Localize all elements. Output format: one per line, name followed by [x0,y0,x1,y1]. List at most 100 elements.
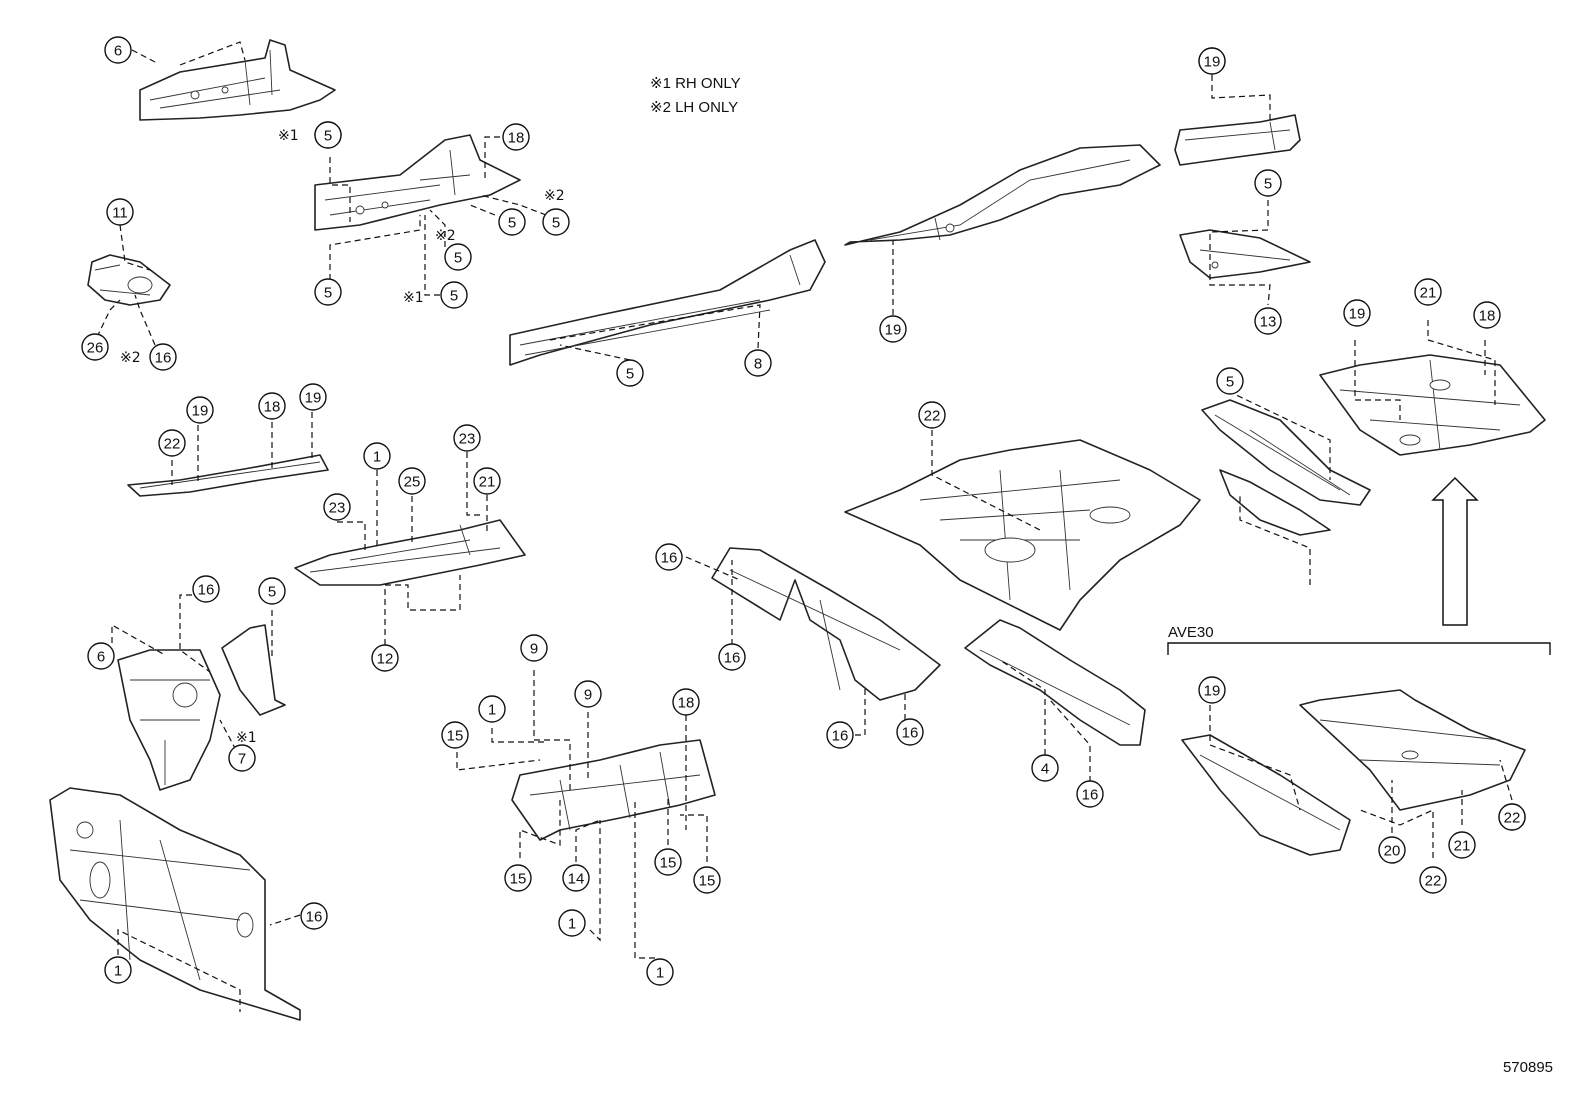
callout-22: 22 [1419,866,1447,894]
callout-label: 16 [832,728,849,745]
callout-circle [562,864,590,892]
callout-label: 1 [488,702,496,719]
callout-label: 16 [1082,787,1099,804]
part-rear-floor-pan [844,439,1201,631]
callout-label: 20 [1384,843,1401,860]
callout-label: 5 [324,285,332,302]
callout-label: 1 [568,916,576,933]
callout-circle [228,744,256,772]
callout-18: 18 [1473,301,1501,329]
part-sill-22 [127,454,329,497]
callout-circle [478,695,506,723]
mark-lh-2b: ※2 [435,228,456,244]
callout-label: 18 [264,399,281,416]
part-rear-floor-side-member [844,144,1161,246]
callout-6: 6 [104,36,132,64]
callout-18: 18 [258,392,286,420]
callout-4: 4 [1031,754,1059,782]
callout-circle [1031,754,1059,782]
callout-label: 16 [724,650,741,667]
callout-label: 16 [155,350,172,367]
callout-label: 5 [552,215,560,232]
callout-circle [1419,866,1447,894]
part-rocker-panel [509,239,826,366]
callout-19: 19 [1343,299,1371,327]
callout-15: 15 [654,848,682,876]
callout-5: 5 [542,208,570,236]
note-lh-only: ※2 LH ONLY [650,99,738,116]
callout-circle [299,383,327,411]
callout-label: 11 [112,205,128,222]
figure-id: 570895 [1503,1059,1553,1076]
callout-13: 13 [1254,307,1282,335]
part-front-floor-center [294,519,526,586]
callout-label: 22 [164,436,181,453]
callout-label: 26 [87,340,104,357]
part-wheel-apron-front [117,649,221,791]
callout-1: 1 [478,695,506,723]
callout-circle [314,278,342,306]
callout-16: 16 [149,343,177,371]
callout-circle [258,577,286,605]
callout-12: 12 [371,644,399,672]
callout-9: 9 [574,680,602,708]
callout-label: 22 [924,408,941,425]
callout-circle [363,442,391,470]
callout-label: 23 [329,500,346,517]
callout-label: 15 [447,728,464,745]
part-rear-panel-5 [1201,399,1371,506]
part-front-floor-pan-lower [511,739,716,841]
callout-label: 16 [902,725,919,742]
callout-label: 9 [584,687,592,704]
leader-lines [96,41,1513,1012]
callout-14: 14 [562,864,590,892]
callout-label: 19 [1204,54,1221,71]
callout-circle [1414,278,1442,306]
callout-5: 5 [444,243,472,271]
callout-circle [106,198,134,226]
part-bracket-13 [1179,229,1311,279]
callout-23: 23 [323,493,351,521]
callout-label: 18 [1479,308,1496,325]
callout-label: 9 [530,641,538,658]
part-rear-crossmember-19 [1219,469,1331,536]
callout-1: 1 [558,909,586,937]
callout-16: 16 [192,575,220,603]
callout-circle [104,956,132,984]
callout-23: 23 [453,424,481,452]
callout-circle [186,396,214,424]
callout-label: 5 [268,584,276,601]
callout-label: 5 [1264,176,1272,193]
callout-label: 4 [1041,761,1049,778]
callout-label: 15 [699,873,716,890]
callout-circle [1198,47,1226,75]
callout-circle [441,721,469,749]
callout-circle [149,343,177,371]
up-arrow-icon [1431,476,1479,626]
part-dash-panel [49,787,301,1021]
callout-15: 15 [441,721,469,749]
callout-1: 1 [104,956,132,984]
mark-lh-2a: ※2 [544,188,565,204]
callout-circle [1378,836,1406,864]
callout-5: 5 [1254,169,1282,197]
callout-label: 18 [678,695,695,712]
callout-20: 20 [1378,836,1406,864]
mark-rh-1: ※1 [278,128,299,144]
callout-label: 19 [305,390,322,407]
callout-label: 19 [885,322,902,339]
callout-circle [1343,299,1371,327]
callout-label: 5 [626,366,634,383]
part-rear-member-top [1174,114,1301,166]
callout-label: 14 [568,871,585,888]
callout-16: 16 [655,543,683,571]
callout-circle [81,333,109,361]
callout-21: 21 [1448,831,1476,859]
callout-label: 1 [373,449,381,466]
callout-label: 7 [238,751,246,768]
callout-16: 16 [718,643,746,671]
callout-circle [574,680,602,708]
callout-circle [258,392,286,420]
callout-18: 18 [502,123,530,151]
callout-15: 15 [693,866,721,894]
